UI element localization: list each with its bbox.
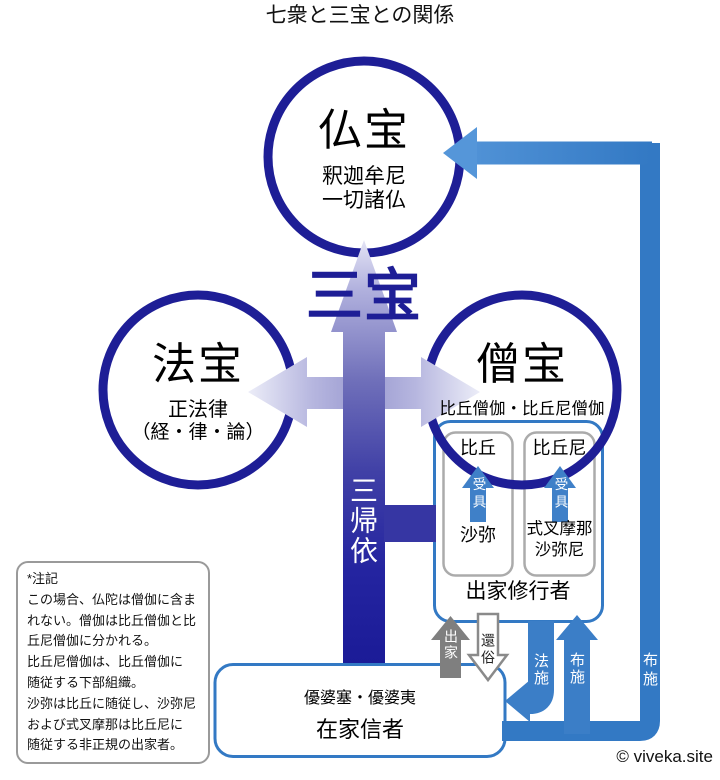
buddha-jewel-line2: 一切諸仏: [322, 189, 406, 212]
dharma-giving-flow-label: 法施: [532, 653, 549, 687]
laity-line1: 優婆塞・優婆夷: [303, 690, 416, 707]
dharma-jewel-line1: 正法律: [168, 399, 228, 421]
alms-arrowhead-buddha: [443, 127, 477, 179]
buddha-jewel-name: 仏宝: [318, 106, 410, 155]
ordination-label-right: 受具: [552, 477, 568, 512]
bhikkhuni-label: 比丘尼: [532, 438, 587, 458]
dharma-jewel-name: 法宝: [152, 340, 244, 389]
alms-sangha-arrowhead: [556, 615, 598, 640]
alms-sangha-flow-label: 布施: [568, 652, 585, 686]
ordination-arrow-left: [462, 466, 494, 522]
ordination-label-left: 受具: [470, 477, 486, 512]
dharma-giving-arrowhead: [505, 680, 530, 722]
monastics-label: 出家修行者: [465, 580, 571, 603]
sangha-jewel-name: 僧宝: [476, 340, 568, 389]
return-secular-flow-label: 還俗: [480, 633, 496, 667]
note-box: *注記 この場合、仏陀は僧伽に含ま れない。僧伽は比丘僧伽と比 丘尼僧伽に分かれ…: [16, 561, 210, 764]
ordain-arrow: [431, 616, 470, 678]
three-jewels-label: 三宝: [306, 264, 422, 328]
alms-line-right: [502, 143, 660, 741]
novice-label-left: 沙弥: [460, 525, 496, 545]
page-title: 七衆と三宝との関係: [265, 4, 455, 27]
dharma-giving-line: [527, 621, 554, 714]
laity-label: 在家信者: [315, 717, 404, 742]
ordination-arrow-right: [544, 466, 576, 522]
alms-buddha-flow-label: 布施: [641, 652, 658, 690]
bhikkhu-label: 比丘: [460, 438, 496, 458]
refuge-up-arrow: [331, 240, 397, 663]
laity-box: [213, 663, 507, 758]
buddha-circle: [263, 56, 465, 258]
dharma-jewel-line2: （経・律・論）: [131, 422, 265, 443]
sangha-jewel-line1: 比丘僧伽・比丘尼僧伽: [439, 400, 605, 418]
return-secular-arrow: [466, 612, 510, 683]
refuge-label: 三帰依: [347, 476, 378, 566]
copyright: © viveka.site: [616, 747, 713, 766]
buddha-jewel-line1: 釈迦牟尼: [322, 165, 406, 188]
ordain-flow-label: 出家: [443, 629, 459, 661]
novice-label-right: 式叉摩那 沙弥尼: [526, 520, 593, 560]
refuge-branch-bar: [384, 505, 436, 542]
